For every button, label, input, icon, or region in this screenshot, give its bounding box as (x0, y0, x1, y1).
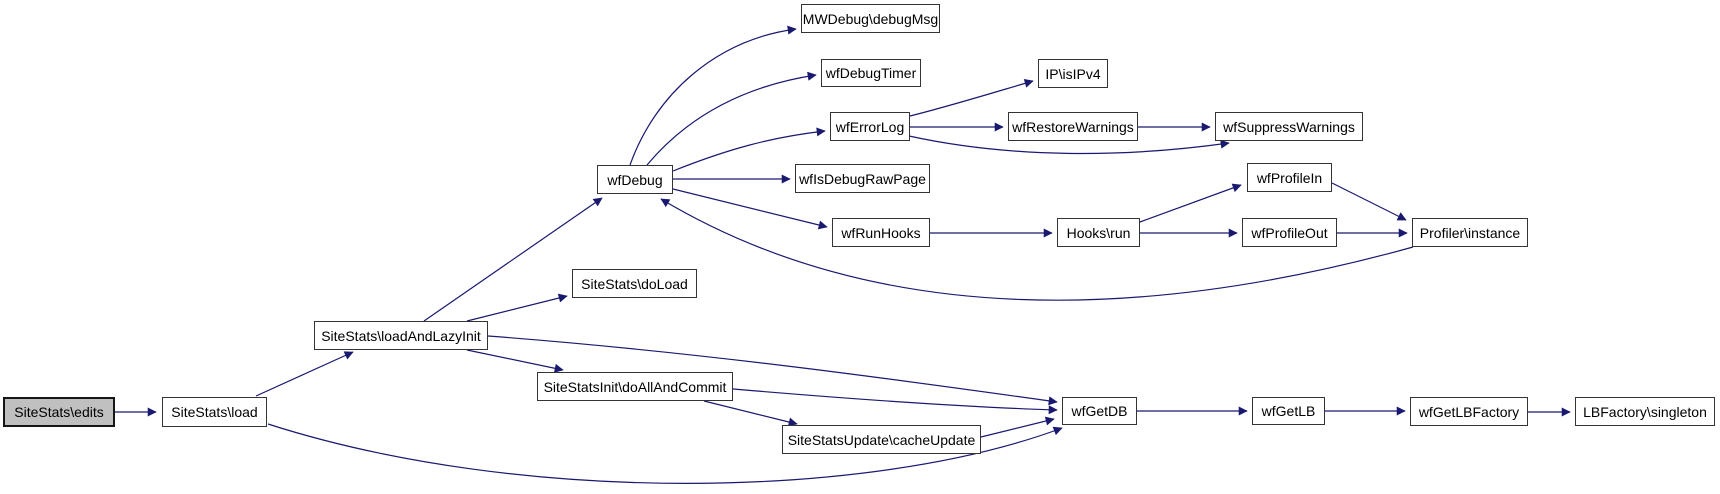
edge-sitestatsinit-doallandcommit-to-wfgetdb (732, 388, 1058, 415)
node-wfprofileout[interactable]: wfProfileOut (1242, 218, 1337, 247)
node-sitestats-load[interactable]: SiteStats\load (162, 397, 267, 427)
node-sitestatsinit-doallandcommit[interactable]: SiteStatsInit\doAllAndCommit (537, 372, 733, 401)
node-wferrorlog[interactable]: wfErrorLog (830, 112, 910, 141)
edge-wfdebug-to-wfdebugtimer (646, 71, 817, 166)
edge-sitestatsinit-doallandcommit-to-sitestatsupdate-cacheupdate (703, 400, 798, 427)
node-wfdebugtimer[interactable]: wfDebugTimer (821, 59, 921, 87)
edge-sitestatsupdate-cacheupdate-to-wfgetdb (980, 416, 1055, 438)
node-wfgetlbfactory[interactable]: wfGetLBFactory (1410, 397, 1528, 426)
edge-wfprofilein-to-profiler-instance (1331, 182, 1407, 221)
node-wfisdebugrawpage[interactable]: wfIsDebugRawPage (795, 164, 930, 193)
node-sitestats-doload[interactable]: SiteStats\doLoad (572, 269, 697, 298)
edge-wferrorlog-to-ip-isipv4 (909, 79, 1034, 117)
edge-sitestats-load-to-wfgetdb (267, 423, 1063, 484)
node-wfsuppresswarnings[interactable]: wfSuppressWarnings (1215, 112, 1363, 141)
node-sitestats-loadandlazyinit[interactable]: SiteStats\loadAndLazyInit (314, 321, 488, 350)
edge-wfdebug-to-mwdebug-debugmsg (629, 25, 797, 166)
edge-sitestats-loadandlazyinit-to-wfdebug (423, 197, 603, 322)
node-wfrunhooks[interactable]: wfRunHooks (832, 218, 930, 247)
edge-profiler-instance-to-wfdebug (660, 198, 1414, 301)
node-wfgetlb[interactable]: wfGetLB (1252, 397, 1325, 425)
edge-sitestats-load-to-sitestats-loadandlazyinit (255, 351, 354, 397)
node-hooks-run[interactable]: Hooks\run (1057, 218, 1140, 247)
node-wfrestorewarnings[interactable]: wfRestoreWarnings (1008, 112, 1138, 141)
node-ip-isipv4[interactable]: IP\isIPv4 (1038, 59, 1108, 88)
node-profiler-instance[interactable]: Profiler\instance (1412, 218, 1528, 247)
edge-sitestats-loadandlazyinit-to-sitestats-doload (466, 293, 568, 322)
edge-sitestats-loadandlazyinit-to-sitestatsinit-doallandcommit (466, 349, 564, 373)
edge-sitestats-loadandlazyinit-to-wfgetdb (487, 335, 1058, 406)
node-wfdebug[interactable]: wfDebug (597, 165, 673, 194)
node-mwdebug-debugmsg[interactable]: MWDebug\debugMsg (801, 4, 940, 33)
node-wfprofilein[interactable]: wfProfileIn (1247, 163, 1332, 192)
edge-wferrorlog-to-wfsuppresswarnings (908, 135, 1230, 155)
edge-hooks-run-to-wfprofilein (1139, 183, 1242, 223)
node-sitestatsupdate-cacheupdate[interactable]: SiteStatsUpdate\cacheUpdate (782, 425, 981, 454)
edge-wfdebug-to-wferrorlog (672, 127, 826, 172)
node-sitestats-edits: SiteStats\edits (3, 397, 115, 427)
edge-wfdebug-to-wfrunhooks (672, 188, 828, 230)
node-wfgetdb[interactable]: wfGetDB (1062, 397, 1137, 425)
node-lbfactory-singleton[interactable]: LBFactory\singleton (1575, 397, 1715, 426)
